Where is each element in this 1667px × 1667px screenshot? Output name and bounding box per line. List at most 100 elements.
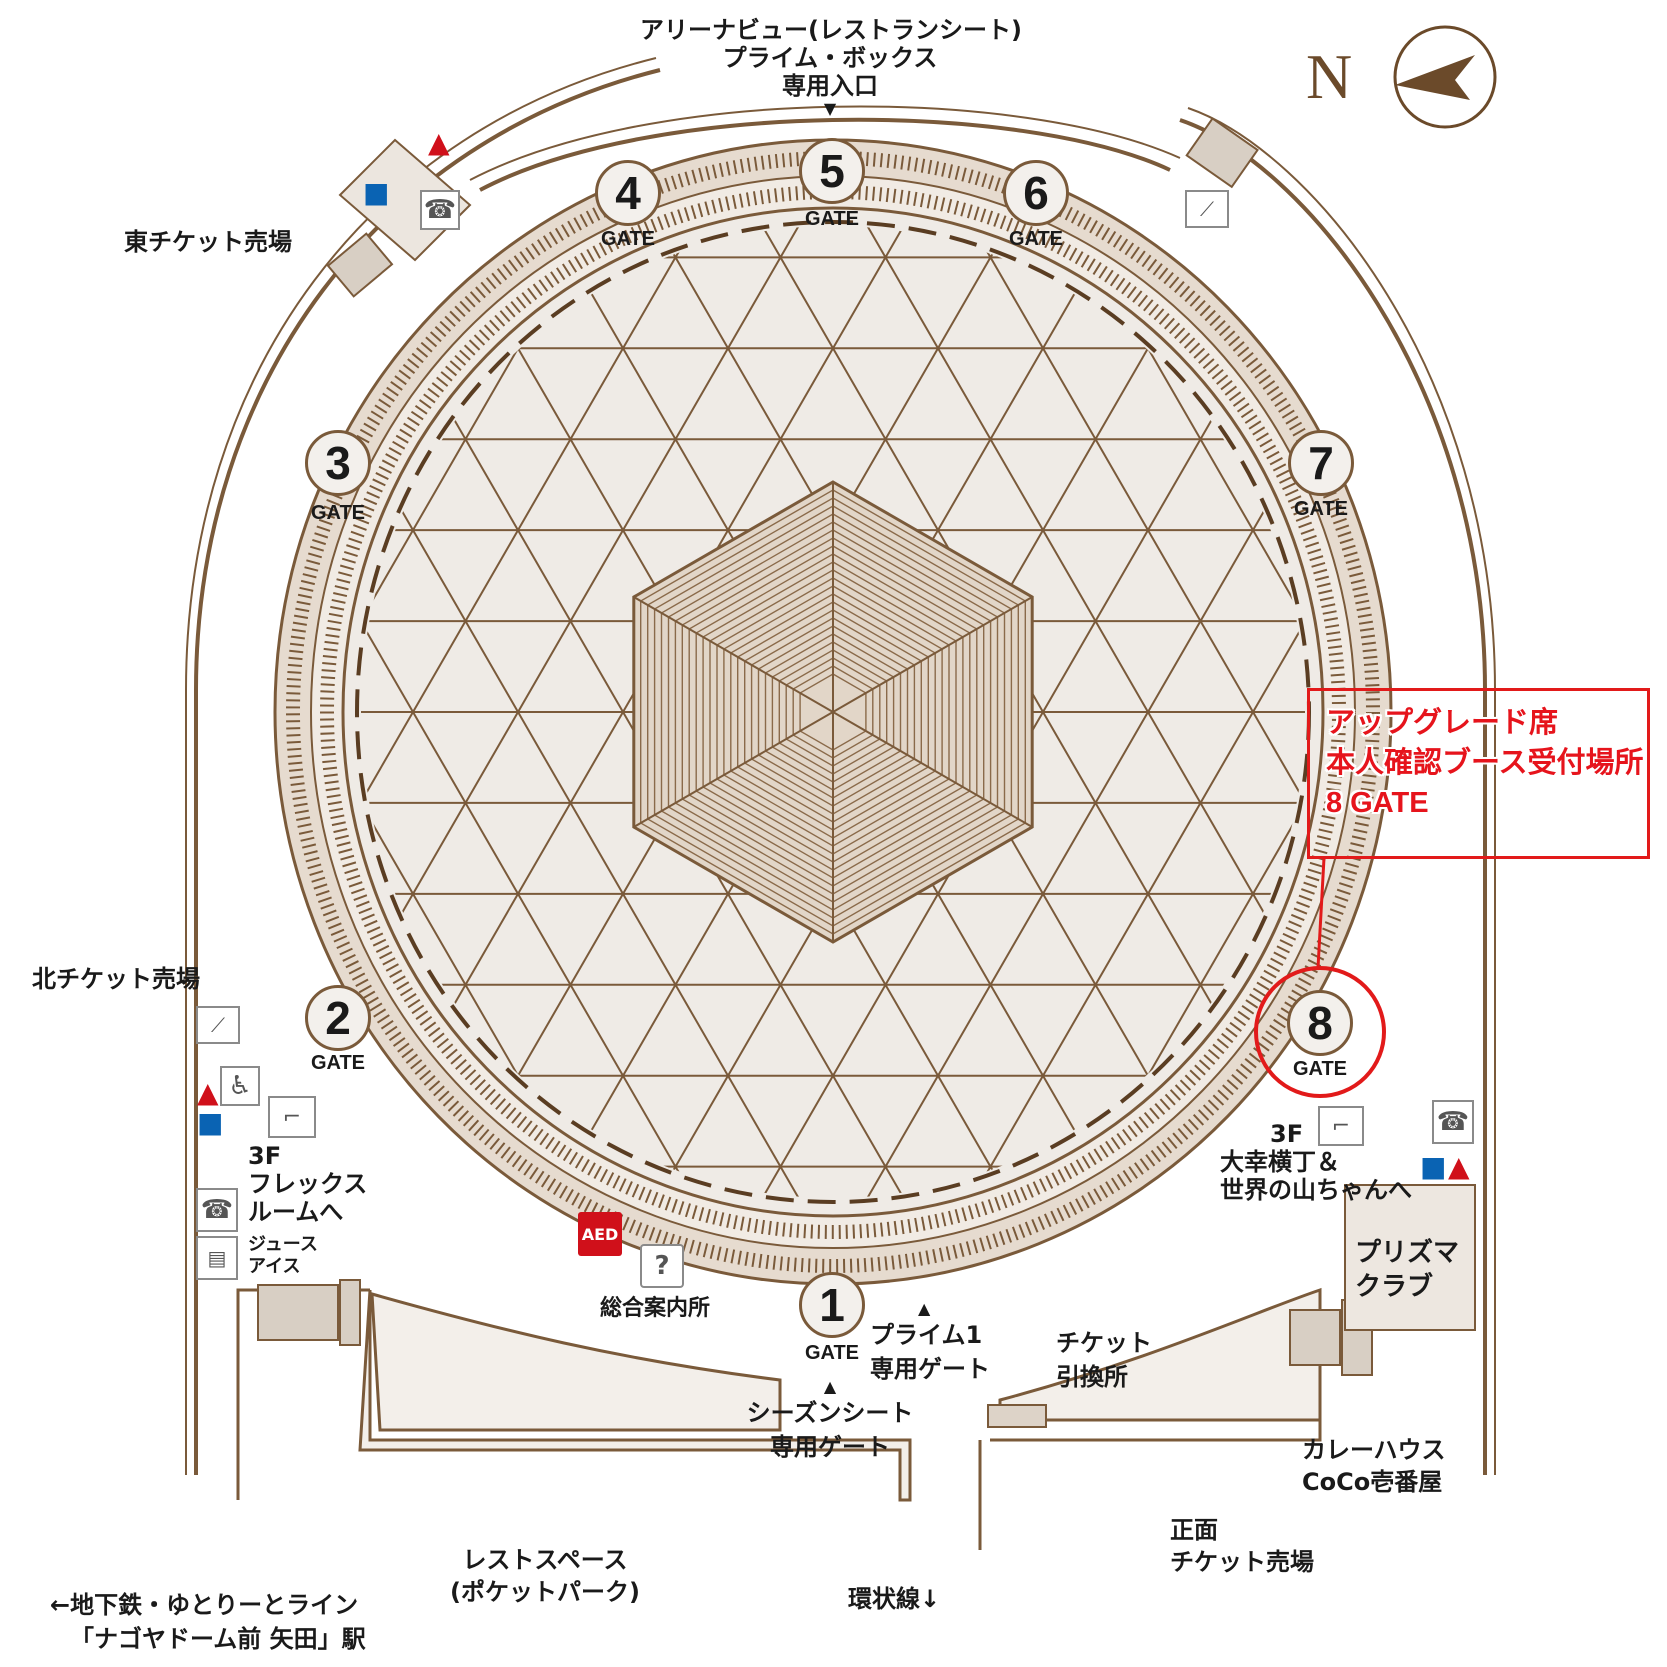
juice-ice-label: ジュース アイス bbox=[248, 1234, 318, 1278]
gate-7-label: GATE bbox=[1293, 498, 1349, 520]
season-line1: シーズンシート bbox=[746, 1399, 914, 1427]
curry-line2: CoCo壱番屋 bbox=[1302, 1468, 1443, 1496]
stairs-bottom-right bbox=[1289, 1299, 1373, 1376]
gate-3[interactable]: 3 bbox=[305, 430, 371, 496]
top-entrance-line2: プライム・ボックス bbox=[722, 44, 938, 72]
front-ticket-label: 正面 チケット売場 bbox=[1170, 1514, 1314, 1578]
gate-8-label: GATE bbox=[1292, 1058, 1348, 1080]
bottom-plaza bbox=[236, 1287, 1322, 1550]
compass-icon bbox=[1393, 25, 1497, 129]
season-line2: 専用ゲート bbox=[770, 1433, 890, 1461]
aed-icon: AED bbox=[578, 1212, 622, 1256]
flex-line2: ルームへ bbox=[248, 1198, 344, 1226]
right-line1: 大幸横丁＆ bbox=[1220, 1148, 1340, 1176]
male-restroom-icon: ■ bbox=[363, 176, 390, 209]
right-line2: 世界の山ちゃんへ bbox=[1220, 1176, 1412, 1204]
prism-line2: クラブ bbox=[1355, 1272, 1434, 1302]
curry-house-label: カレーハウス CoCo壱番屋 bbox=[1302, 1434, 1446, 1498]
upgrade-seat-callout: アップグレード席 本人確認ブース受付場所 8 GATE bbox=[1307, 688, 1650, 859]
gate-8-highlight bbox=[1254, 966, 1386, 1098]
female-restroom-icon-right: ▲ bbox=[1448, 1150, 1470, 1183]
flex-floor: 3F bbox=[248, 1142, 282, 1170]
ticket-exchange-line1: チケット bbox=[1056, 1329, 1152, 1357]
gate-5-label: GATE bbox=[804, 208, 860, 230]
gate-3-number: 3 bbox=[325, 437, 351, 489]
gate-8-number: 8 bbox=[1307, 997, 1333, 1049]
arrow-down-icon: ▼ bbox=[823, 99, 837, 118]
north-ticket-label: 北チケット売場 bbox=[32, 965, 200, 993]
info-glyph: ? bbox=[654, 1251, 670, 1281]
male-restroom-icon-right: ■ bbox=[1420, 1150, 1447, 1183]
gate-4[interactable]: 4 bbox=[595, 160, 661, 226]
gate-1[interactable]: 1 bbox=[799, 1272, 865, 1338]
gate-4-number: 4 bbox=[615, 167, 641, 219]
gate-2-number: 2 bbox=[325, 992, 351, 1044]
info-desk-label: 総合案内所 bbox=[600, 1296, 711, 1321]
escalator-icon-left: ⟋ bbox=[196, 1006, 240, 1044]
gate-7-number: 7 bbox=[1308, 437, 1334, 489]
prism-club-area bbox=[1344, 1184, 1476, 1331]
gate-1-number: 1 bbox=[819, 1279, 845, 1331]
prime-line2: 専用ゲート bbox=[870, 1355, 990, 1383]
curry-line1: カレーハウス bbox=[1302, 1436, 1446, 1464]
top-entrance-line1: アリーナビュー(レストランシート) bbox=[640, 16, 1022, 44]
gate-7[interactable]: 7 bbox=[1288, 430, 1354, 496]
telephone-icon: ☎ bbox=[420, 190, 460, 230]
east-ticket-label: 東チケット売場 bbox=[124, 228, 292, 256]
prism-club-label: プリズマ クラブ bbox=[1355, 1236, 1459, 1304]
stairs-icon-left: ⌐ bbox=[268, 1096, 316, 1138]
callout-line3: 8 GATE bbox=[1326, 787, 1429, 819]
arrow-up-icon-season: ▲ bbox=[823, 1377, 837, 1396]
top-right-stairs bbox=[1185, 117, 1259, 189]
outer-concourse bbox=[185, 57, 1496, 1475]
gate-1-label: GATE bbox=[804, 1342, 860, 1364]
prime1-gate-label: ▲ プライム1 専用ゲート bbox=[870, 1300, 990, 1386]
info-desk-icon: ? bbox=[640, 1244, 684, 1288]
compass-letter: N bbox=[1306, 41, 1353, 112]
callout-connector bbox=[1316, 857, 1326, 969]
subway-line2: 「ナゴヤドーム前 矢田」駅 bbox=[70, 1625, 366, 1653]
subway-line1: ←地下鉄・ゆとりーとライン bbox=[50, 1591, 359, 1619]
female-restroom-icon-left: ▲ bbox=[197, 1076, 219, 1109]
gate-3-label: GATE bbox=[310, 502, 366, 524]
stairs-icon-right: ⌐ bbox=[1318, 1106, 1364, 1146]
telephone-icon-right: ☎ bbox=[1432, 1100, 1474, 1144]
telephone-icon-left: ☎ bbox=[196, 1188, 238, 1232]
season-seat-gate-label: ▲ シーズンシート 専用ゲート bbox=[730, 1378, 930, 1464]
juice-line2: アイス bbox=[248, 1256, 301, 1277]
juice-line1: ジュース bbox=[248, 1234, 318, 1255]
east-ticket-building bbox=[326, 138, 472, 298]
rest-line2: (ポケットパーク) bbox=[450, 1578, 640, 1606]
front-ticket-line1: 正面 bbox=[1170, 1516, 1218, 1544]
gate-2[interactable]: 2 bbox=[305, 985, 371, 1051]
female-restroom-icon: ▲ bbox=[428, 126, 450, 159]
wheelchair-glyph: ♿ bbox=[228, 1071, 252, 1101]
telephone-glyph: ☎ bbox=[423, 195, 457, 225]
gate-2-label: GATE bbox=[310, 1052, 366, 1074]
rest-line1: レストスペース bbox=[462, 1546, 628, 1574]
prism-line1: プリズマ bbox=[1355, 1238, 1460, 1268]
stairs-bottom-left bbox=[257, 1279, 361, 1346]
gate-6[interactable]: 6 bbox=[1003, 160, 1069, 226]
loop-line-label: 環状線↓ bbox=[848, 1585, 941, 1613]
rest-space-label: レストスペース (ポケットパーク) bbox=[440, 1544, 650, 1608]
top-entrance-label: アリーナビュー(レストランシート) プライム・ボックス 専用入口 ▼ bbox=[640, 16, 1022, 118]
central-hexagon bbox=[632, 480, 1034, 944]
gate-4-label: GATE bbox=[600, 228, 656, 250]
gate-8[interactable]: 8 bbox=[1287, 990, 1353, 1056]
ticket-exchange-line2: 引換所 bbox=[1056, 1363, 1128, 1391]
callout-line2: 本人確認ブース受付場所 bbox=[1326, 747, 1644, 779]
vending-icon: ▤ bbox=[196, 1236, 238, 1280]
prime-line1: プライム1 bbox=[870, 1321, 983, 1349]
callout-line1: アップグレード席 bbox=[1326, 707, 1559, 739]
gate-6-number: 6 bbox=[1023, 167, 1049, 219]
gate-6-label: GATE bbox=[1008, 228, 1064, 250]
gate-5[interactable]: 5 bbox=[799, 138, 865, 204]
escalator-icon: ⟋ bbox=[1185, 190, 1229, 228]
flex-line1: フレックス bbox=[248, 1170, 368, 1198]
male-restroom-icon-left: ■ bbox=[197, 1106, 224, 1139]
front-ticket-line2: チケット売場 bbox=[1170, 1548, 1314, 1576]
flex-room-label: 3F フレックス ルームへ bbox=[248, 1142, 367, 1226]
right-floor: 3F bbox=[1270, 1120, 1304, 1148]
